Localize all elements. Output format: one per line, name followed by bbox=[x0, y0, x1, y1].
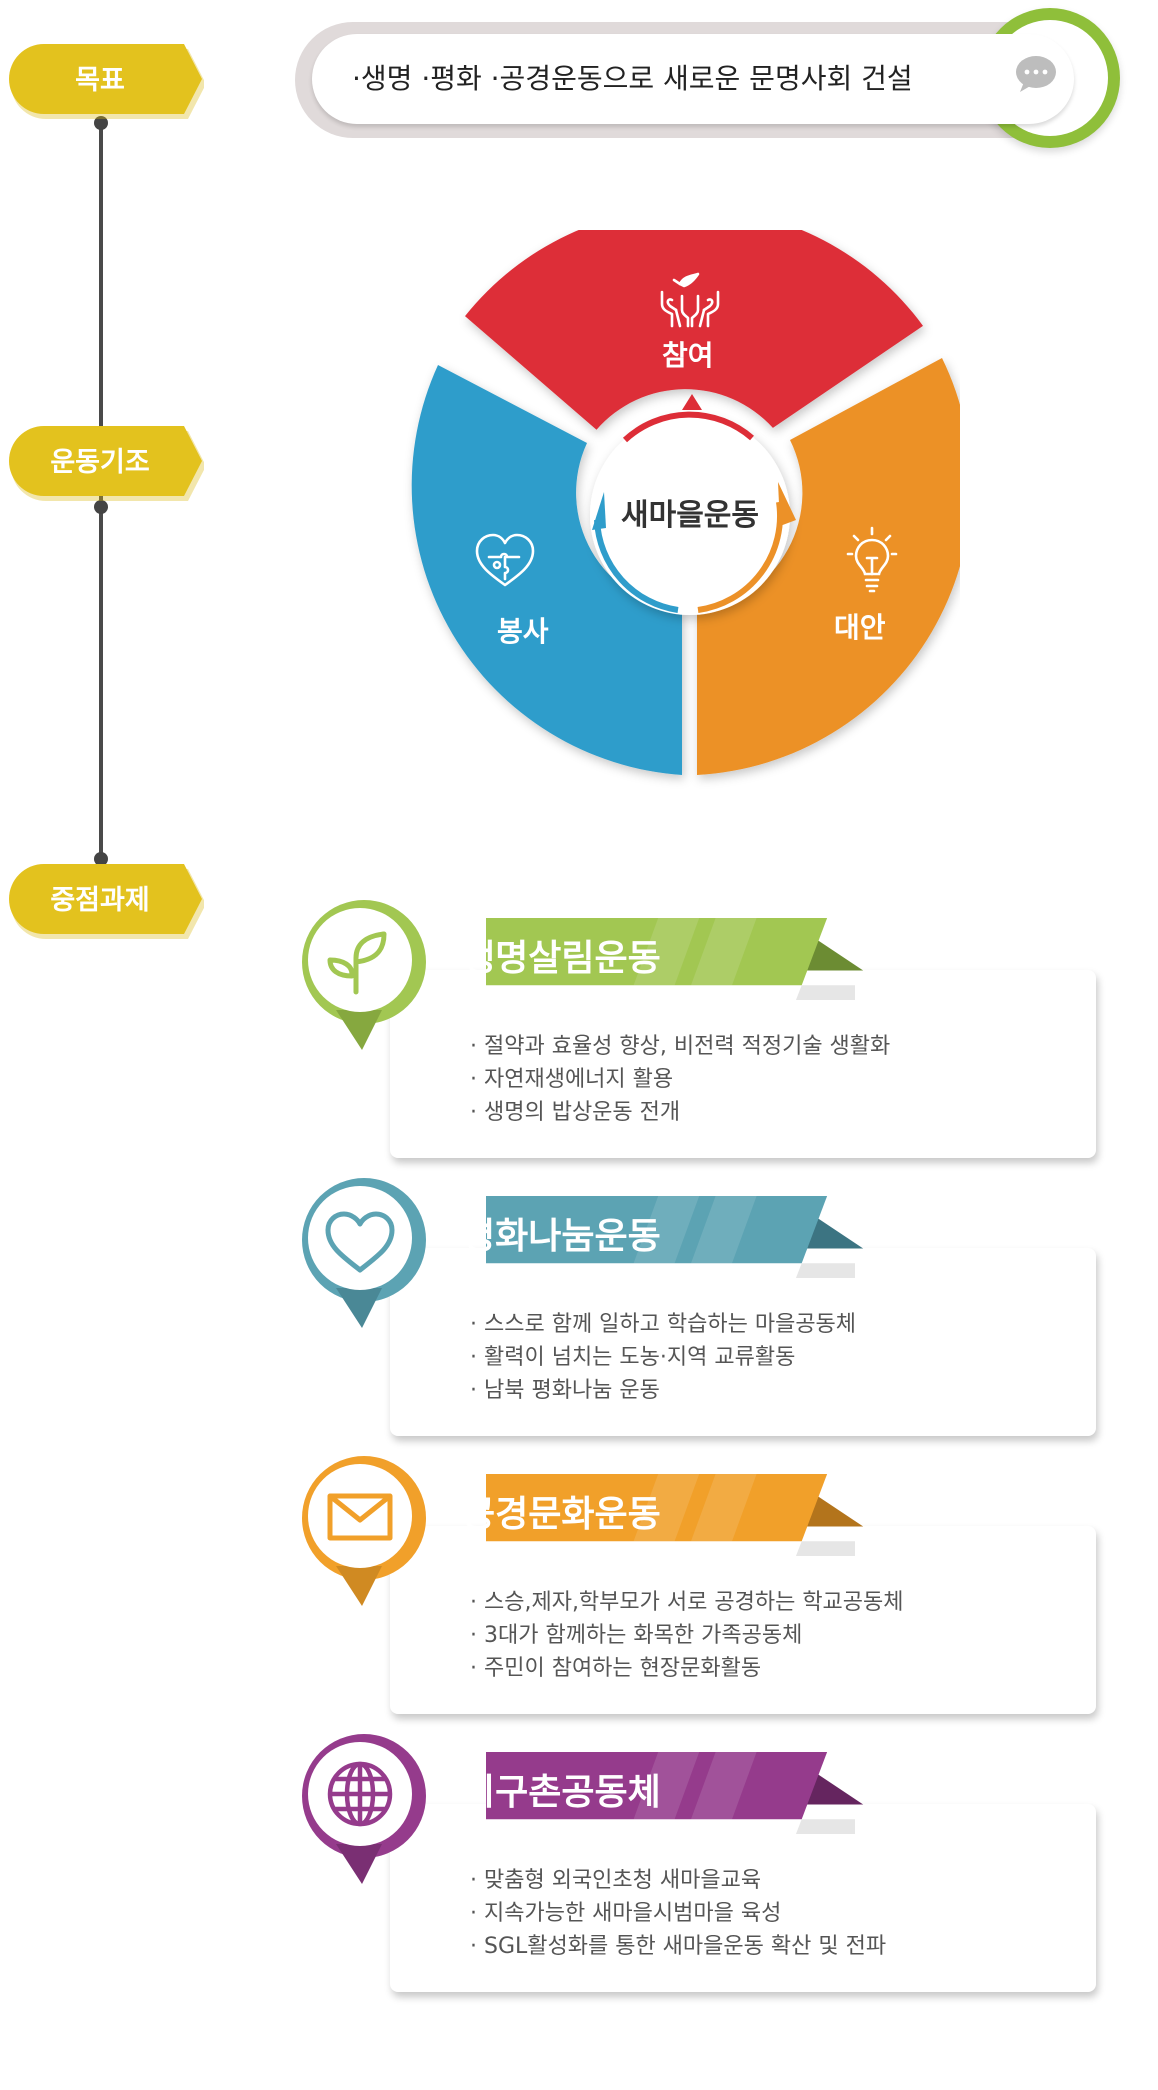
timeline-dot bbox=[94, 852, 108, 866]
task-item: · 주민이 참여하는 현장문화활동 bbox=[470, 1656, 762, 1681]
task-item: · 3대가 함께하는 화목한 가족공동체 bbox=[470, 1623, 803, 1648]
task-ribbon bbox=[486, 918, 864, 1000]
timeline-tag-basis: 운동기조 bbox=[4, 424, 204, 502]
segment-participation bbox=[465, 230, 923, 430]
lightbulb-icon bbox=[846, 526, 898, 593]
chat-bubble-icon bbox=[1016, 56, 1056, 92]
timeline-tag-label: 중점과제 bbox=[50, 885, 150, 916]
task-title: 공경문화운동 bbox=[462, 1494, 661, 1535]
timeline-tag-label: 목표 bbox=[75, 65, 125, 96]
hands-dove-icon bbox=[660, 272, 720, 328]
sprout-icon bbox=[302, 900, 426, 1050]
heart-puzzle-icon bbox=[475, 533, 535, 587]
task-item: · 자연재생에너지 활용 bbox=[470, 1067, 674, 1092]
segment-service bbox=[411, 365, 682, 775]
task-card bbox=[390, 1804, 1096, 1992]
heart-icon bbox=[302, 1178, 426, 1328]
movement-cycle-diagram bbox=[411, 230, 960, 775]
timeline-line-lower bbox=[99, 506, 103, 862]
task-item: · 활력이 넘치는 도농·지역 교류활동 bbox=[470, 1345, 796, 1370]
timeline-tag-tasks: 중점과제 bbox=[4, 862, 204, 940]
task-item: · 생명의 밥상운동 전개 bbox=[470, 1100, 681, 1125]
task-item: · 남북 평화나눔 운동 bbox=[470, 1378, 660, 1403]
task-title: 생명살림운동 bbox=[462, 938, 661, 979]
task-ribbon bbox=[486, 1752, 864, 1834]
task-item: · SGL활성화를 통한 새마을운동 확산 및 전파 bbox=[470, 1934, 887, 1959]
timeline-dot bbox=[94, 500, 108, 514]
task-item: · 맞춤형 외국인초청 새마을교육 bbox=[470, 1868, 762, 1893]
cycle-center-label: 새마을운동 bbox=[621, 498, 759, 533]
task-item: · 절약과 효율성 향상, 비전력 적정기술 생활화 bbox=[470, 1034, 891, 1059]
timeline-tag-goal: 목표 bbox=[4, 42, 204, 120]
timeline-dot bbox=[94, 116, 108, 130]
globe-icon bbox=[302, 1734, 426, 1884]
task-card bbox=[390, 1526, 1096, 1714]
envelope-icon bbox=[302, 1456, 426, 1606]
task-item: · 지속가능한 새마을시범마을 육성 bbox=[470, 1901, 782, 1926]
goal-bubble bbox=[312, 34, 1074, 124]
task-ribbon bbox=[486, 1474, 864, 1556]
task-item: · 스승,제자,학부모가 서로 공경하는 학교공동체 bbox=[470, 1590, 904, 1615]
task-card bbox=[390, 970, 1096, 1158]
timeline-line-upper bbox=[99, 122, 103, 510]
task-title: 평화나눔운동 bbox=[462, 1216, 661, 1257]
segment-label-service: 봉사 bbox=[497, 615, 549, 648]
timeline-tag-label: 운동기조 bbox=[50, 447, 150, 478]
segment-label-alternative: 대안 bbox=[834, 611, 886, 644]
goal-text: ·생명 ·평화 ·공경운동으로 새로운 문명사회 건설 bbox=[352, 62, 913, 95]
segment-alternative bbox=[697, 358, 960, 775]
segment-label-participation: 참여 bbox=[662, 339, 714, 372]
task-item: · 스스로 함께 일하고 학습하는 마을공동체 bbox=[470, 1312, 857, 1337]
task-ribbon bbox=[486, 1196, 864, 1278]
task-title: 지구촌공동체 bbox=[462, 1772, 661, 1813]
task-card bbox=[390, 1248, 1096, 1436]
